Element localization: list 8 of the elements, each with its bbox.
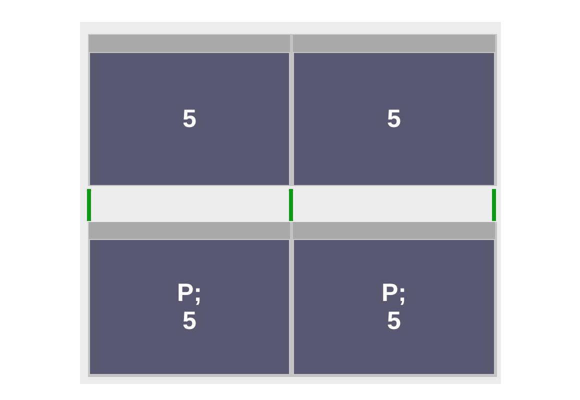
value-text: 5 <box>387 105 401 133</box>
value-text: P; 5 <box>177 279 202 335</box>
panel <box>89 52 290 186</box>
panel <box>293 52 495 186</box>
panel <box>89 239 290 375</box>
value-text: P; 5 <box>382 279 406 335</box>
panel <box>293 239 495 375</box>
value-text: 5 <box>182 105 196 133</box>
